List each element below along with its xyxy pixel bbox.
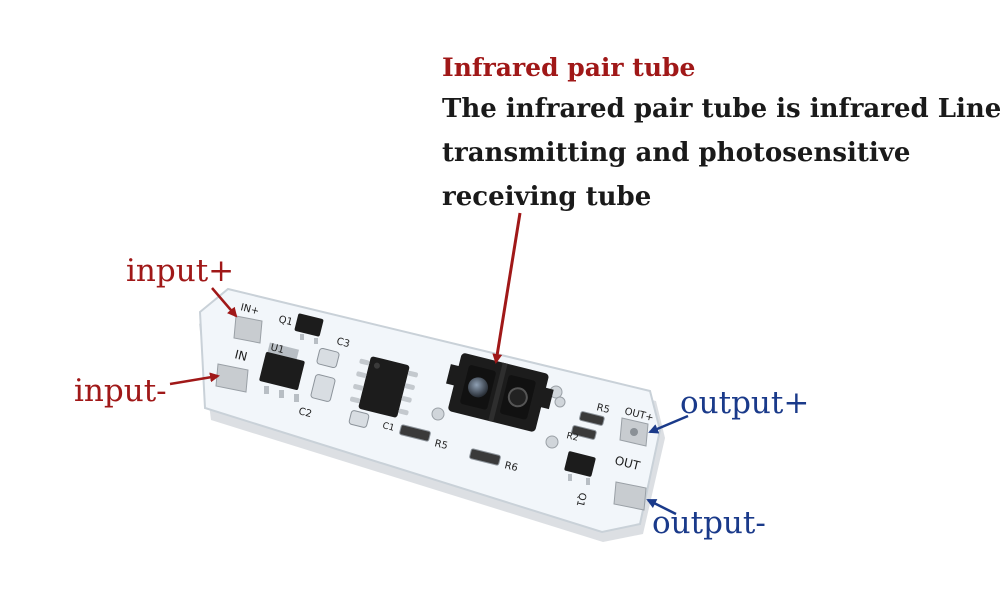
tube-pointer-arrow [492,212,522,364]
silk-c2: C2 [297,406,313,420]
silk-r6: R6 [503,460,519,474]
regulator-u1 [259,342,305,402]
silk-r2: R2 [565,431,579,444]
silk-q1-left: Q1 [277,314,293,328]
silk-r5-right: R5 [595,402,611,416]
capacitor-c2 [310,374,336,402]
transistor-q1-left [294,313,324,344]
input-plus-label: input+ [126,253,235,289]
output-plus-pad [619,417,649,447]
silk-out: OUT [613,453,642,473]
capacitor-c3 [316,347,340,369]
capacitor-c1 [348,410,370,428]
output-plus-label: output+ [680,385,810,421]
output-minus-arrow [646,498,677,516]
silk-c3: C3 [335,336,351,350]
solder-pads [431,385,566,449]
silk-r5-bottom: R5 [433,438,449,452]
input-plus-arrow [211,287,238,318]
pcb-board [198,287,665,542]
input-minus-arrow [169,372,220,386]
transistor-q1-right [564,451,596,485]
photo-receiver-lens [507,387,528,408]
resistor-r5-bottom [399,424,431,442]
silk-c1: C1 [381,421,395,434]
ic-chip-soic8 [349,356,419,418]
output-minus-label: output- [652,505,766,541]
callout-description-line-3: receiving tube [442,182,652,212]
resistor-r5-right [579,411,605,426]
input-minus-label: input- [74,373,167,409]
silk-in-plus: IN+ [239,302,260,317]
silk-q1-right: Q1 [574,491,588,507]
output-plus-arrow [648,414,689,434]
callout-description-line-2: transmitting and photosensitive [442,138,911,168]
input-plus-pad [233,315,263,344]
output-minus-pad [613,481,647,511]
resistor-r6 [469,448,501,466]
silk-in: IN [233,347,249,364]
ir-emitter-lens [468,377,489,398]
infrared-pair-tube [446,353,554,432]
silk-u1: U1 [269,342,285,356]
callout-heading: Infrared pair tube [442,53,696,82]
callout-description-line-1: The infrared pair tube is infrared Line [442,94,1000,124]
resistor-r2 [571,425,597,440]
